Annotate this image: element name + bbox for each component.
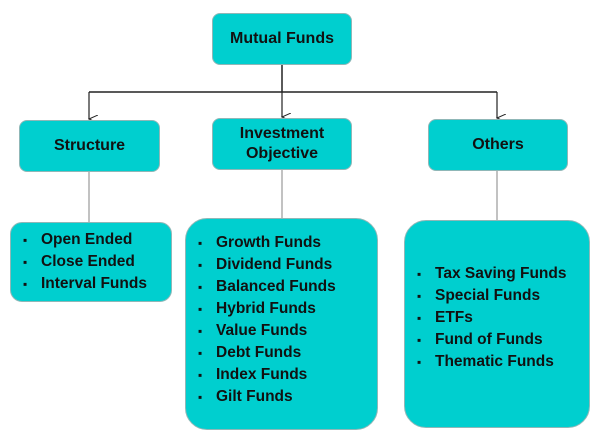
list-item: Balanced Funds [198,276,377,298]
list-item: Debt Funds [198,342,377,364]
list-item: Close Ended [23,251,171,273]
list-item: Dividend Funds [198,254,377,276]
list-item: Tax Saving Funds [417,263,589,285]
list-item: Interval Funds [23,273,171,295]
list-item: Value Funds [198,320,377,342]
node-structure: Structure [19,120,160,172]
node-investment-objective: Investment Objective [212,118,352,170]
list-item: Fund of Funds [417,329,589,351]
list-item: Hybrid Funds [198,298,377,320]
list-item: Gilt Funds [198,386,377,408]
root-node: Mutual Funds [212,13,352,65]
node-label: Others [472,136,524,153]
node-others: Others [428,119,568,171]
node-label: Structure [53,137,126,154]
list-item: Thematic Funds [417,351,589,373]
list-item: Special Funds [417,285,589,307]
list-structure: Open Ended Close Ended Interval Funds [10,222,172,302]
list-others: Tax Saving Funds Special Funds ETFs Fund… [404,220,590,428]
list-item: Growth Funds [198,232,377,254]
list-item: ETFs [417,307,589,329]
node-label: Investment Objective [239,125,325,162]
list-investment-objective: Growth Funds Dividend Funds Balanced Fun… [185,218,378,430]
root-label: Mutual Funds [230,30,334,47]
list-item: Open Ended [23,229,171,251]
list-item: Index Funds [198,364,377,386]
